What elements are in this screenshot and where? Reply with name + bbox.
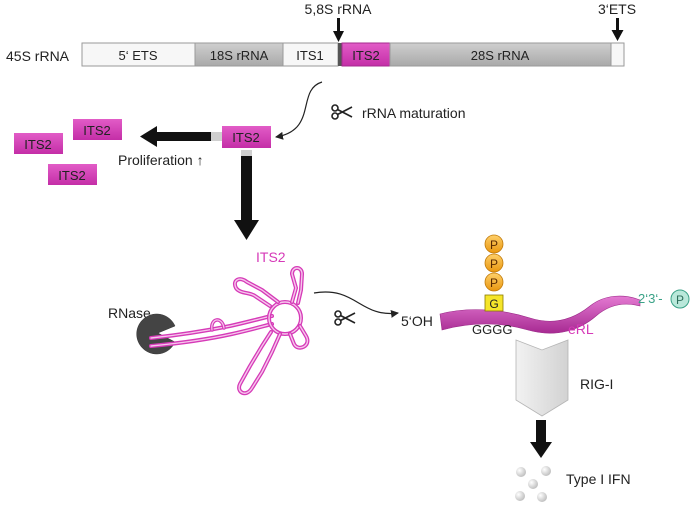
cleavage-curve-arrow <box>313 291 399 318</box>
erl-label: eRL <box>568 321 594 337</box>
marker-58s-label: 5,8S rRNA <box>305 1 373 17</box>
precursor-label: 45S rRNA <box>6 48 70 64</box>
ifn-particles <box>515 466 551 502</box>
svg-text:ITS2: ITS2 <box>58 168 85 183</box>
downward-arrow <box>234 150 259 240</box>
svg-text:ITS2: ITS2 <box>83 123 110 138</box>
proliferation-label: Proliferation ↑ <box>118 152 204 168</box>
phosphate-ball-2 <box>484 253 504 273</box>
rnase-label: RNase <box>108 305 151 321</box>
gggg-label: GGGG <box>472 322 512 337</box>
ifn-particle-1 <box>516 467 526 477</box>
svg-text:ITS2: ITS2 <box>24 137 51 152</box>
segment-its1-label: ITS1 <box>296 48 323 63</box>
segment-its2-label: ITS2 <box>352 48 379 63</box>
its2-hairpin-structure <box>149 266 310 396</box>
phosphate-label-2: P <box>490 257 498 271</box>
proliferation-arrow <box>140 126 222 147</box>
terminal-phosphate-label: P <box>676 293 684 307</box>
ifn-particle-2 <box>541 466 551 476</box>
its2-copy-1: ITS2 <box>73 119 122 140</box>
segment-28s-label: 28S rRNA <box>471 48 530 63</box>
segment-3ets <box>610 42 625 67</box>
g-cap-box <box>484 294 504 312</box>
ifn-particle-5 <box>537 492 547 502</box>
g-cap-label: G <box>489 297 498 311</box>
segment-58s <box>338 43 342 66</box>
phosphate-ball-1 <box>484 234 504 254</box>
hairpin-its2-label: ITS2 <box>256 249 286 265</box>
phosphate-label-1: P <box>490 238 498 252</box>
rig-i-label: RIG-I <box>580 376 613 392</box>
three-prime-label: 2‘3‘- <box>638 291 663 306</box>
rig-i-receptor-shape <box>515 339 569 417</box>
its2-copy-3: ITS2 <box>48 164 97 185</box>
maturation-curve-arrow <box>275 81 323 140</box>
scissors-icon <box>331 104 353 120</box>
five-prime-oh-label: 5‘OH <box>401 313 433 329</box>
type-i-ifn-label: Type I IFN <box>566 471 631 487</box>
marker-58s-arrow <box>333 18 344 42</box>
its2-product-label: ITS2 <box>232 130 259 145</box>
its2-product-box <box>222 126 271 148</box>
phosphate-label-3: P <box>490 276 498 290</box>
terminal-phosphate-ball <box>670 289 690 309</box>
segment-5ets-label: 5‘ ETS <box>118 48 157 63</box>
segment-18s-label: 18S rRNA <box>210 48 269 63</box>
phosphate-ball-3 <box>484 272 504 292</box>
maturation-label: rRNA maturation <box>362 105 465 121</box>
erl-worm <box>439 295 641 334</box>
marker-3ets-label: 3‘ETS <box>598 1 636 17</box>
triphosphate-group: P P P <box>484 234 504 292</box>
ifn-particle-3 <box>528 479 538 489</box>
its2-copy-2: ITS2 <box>14 133 63 154</box>
signal-arrow <box>530 420 552 458</box>
scissors-icon-2 <box>334 310 356 326</box>
ifn-particle-4 <box>515 491 525 501</box>
marker-3ets-arrow <box>611 18 624 41</box>
